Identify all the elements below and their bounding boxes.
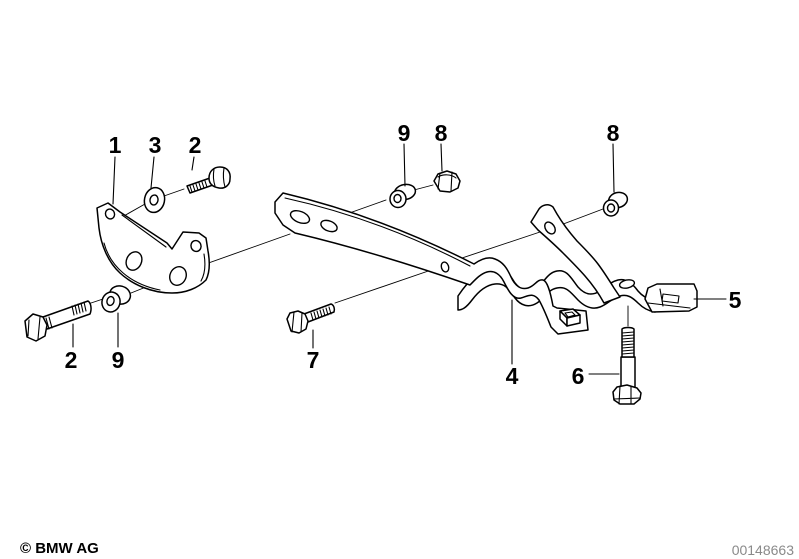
callout-9-top: 9	[398, 120, 411, 146]
bolt2l-facets	[27, 316, 41, 340]
part-5-foot-slot	[661, 293, 680, 304]
axis-nut9-to-nut8	[413, 184, 434, 191]
bolt6-shaft	[620, 356, 636, 390]
axis-bolt7-to-arm	[334, 266, 441, 304]
leader-lines	[72, 143, 727, 375]
nut8r-hole	[606, 203, 616, 213]
part-6-bolt	[612, 326, 642, 405]
part-1-bracket	[96, 202, 211, 294]
part-1-inner-arc	[103, 242, 161, 291]
part-4-slot-1	[289, 209, 311, 225]
image-number: 00148663	[732, 542, 795, 558]
part-9-nut-left	[101, 285, 132, 313]
leader-2-top	[191, 156, 195, 171]
callout-1: 1	[109, 132, 122, 158]
part-8-nut-top	[433, 170, 461, 193]
leader-8-top	[440, 143, 443, 172]
part-5-band	[457, 266, 656, 313]
bolt7-head	[286, 310, 309, 334]
callout-8-top: 8	[435, 120, 448, 146]
part-4-hole	[440, 261, 450, 273]
leader-3	[150, 156, 155, 189]
part-4-support-arm	[274, 192, 589, 335]
leader-9-top	[403, 143, 406, 187]
part-4-foot-box	[559, 308, 581, 327]
nut9l-hole	[106, 295, 115, 307]
part-4-thickness-line	[284, 197, 471, 267]
part-4-slot-2	[320, 219, 338, 233]
part-5-strap-hole	[544, 221, 556, 235]
bolt2l-shaft	[42, 300, 92, 330]
callout-2-left: 2	[65, 347, 78, 373]
part-4-body	[274, 192, 589, 335]
part-2-bolt-left	[24, 300, 92, 342]
bolt2t-facets	[212, 167, 226, 188]
bolt7-facets	[291, 311, 303, 333]
bolt2t-threads	[189, 180, 208, 193]
callout-3: 3	[149, 132, 162, 158]
part-5-foot-edge	[647, 302, 691, 309]
part-1-right-edge-line	[200, 253, 206, 282]
part-7-bolt	[286, 303, 336, 334]
callout-2-top: 2	[189, 132, 202, 158]
part-9-nut-top	[389, 183, 417, 209]
washer-hole	[149, 194, 159, 206]
bolt2t-head	[208, 166, 231, 189]
part-1-hole-left	[125, 251, 143, 271]
callout-4: 4	[506, 363, 519, 389]
callout-8-right: 8	[607, 120, 620, 146]
part-5-foot	[644, 283, 698, 313]
bolt7-threads	[310, 306, 332, 321]
callout-9-left: 9	[112, 347, 125, 373]
bolt7-shaft	[303, 303, 336, 323]
nut9t-hole	[393, 193, 402, 204]
bolt6-head	[612, 384, 642, 405]
axis-arm-to-strap	[449, 230, 544, 263]
bolt2l-threads	[45, 301, 87, 330]
callout-labels: 1 3 2 9 8 8 2 9 7 4 6 5	[65, 120, 742, 389]
part-2-bolt-top	[186, 166, 231, 194]
copyright-text: © BMW AG	[20, 540, 99, 557]
callout-6: 6	[572, 363, 585, 389]
nut8t-facets	[437, 171, 457, 192]
leader-8-right	[612, 143, 615, 193]
part-1-tab-hole	[104, 208, 116, 220]
part-1-top-edge-line	[121, 214, 167, 248]
bolt6-facets	[613, 385, 641, 405]
callout-7: 7	[307, 347, 320, 373]
part-1-ear-hole	[190, 239, 202, 253]
part-8-nut-right	[602, 191, 629, 217]
leader-1	[112, 156, 116, 205]
axis-strap-to-nut8	[557, 208, 604, 227]
bolt2l-head	[24, 313, 48, 342]
part-1-hole-right	[169, 266, 187, 286]
part-5-band-slot	[618, 279, 636, 289]
part-5-foot-step	[659, 288, 664, 307]
bolt6-threads	[621, 331, 635, 355]
axis-washer-bolt-2	[163, 188, 185, 197]
callout-5: 5	[729, 287, 742, 313]
axis-washer-bolt	[121, 203, 146, 218]
part-3-washer	[143, 186, 166, 214]
